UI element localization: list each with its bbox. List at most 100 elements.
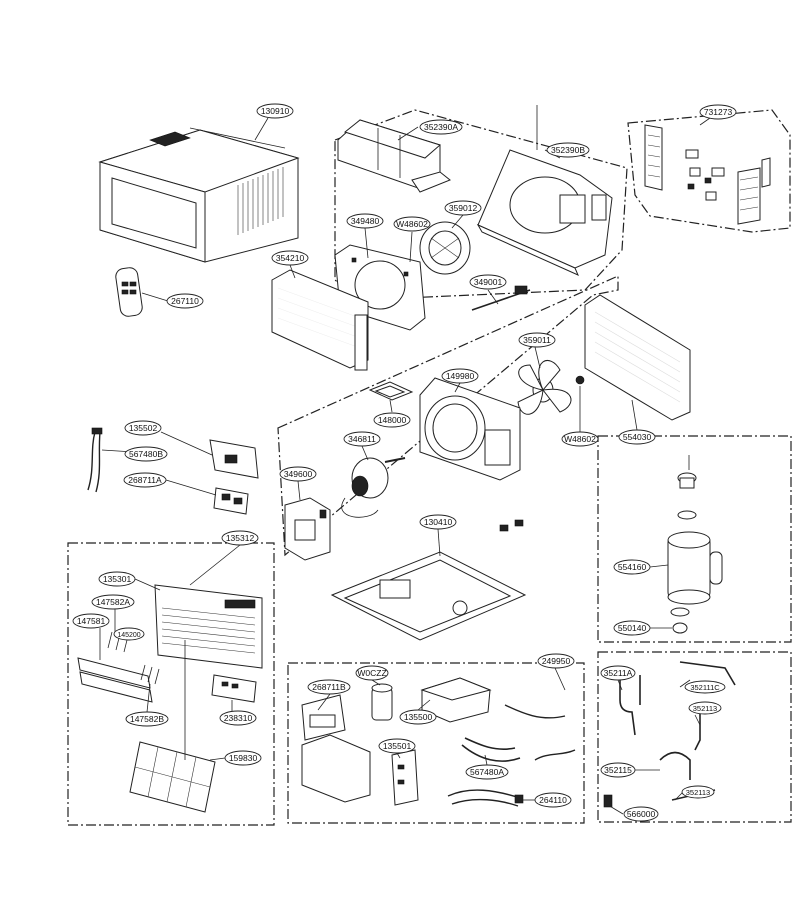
svg-text:147582A: 147582A <box>96 597 130 607</box>
label-264110: 264110 <box>534 792 572 808</box>
svg-text:267110: 267110 <box>171 296 199 306</box>
label-267110: 267110 <box>166 293 204 309</box>
svg-text:359012: 359012 <box>449 203 478 213</box>
svg-text:135301: 135301 <box>103 574 132 584</box>
svg-text:554160: 554160 <box>618 562 647 572</box>
label-147582a: 147582A <box>91 594 135 610</box>
label-130910: 130910 <box>256 103 294 119</box>
label-w48602-b: W48602 <box>561 431 599 447</box>
svg-text:359011: 359011 <box>523 335 551 345</box>
wire-harness-567480b-part <box>87 427 103 493</box>
label-149980: 149980 <box>441 368 479 384</box>
main-pcb-part <box>213 487 249 515</box>
fan-shroud-part <box>419 377 521 481</box>
label-349600: 349600 <box>279 466 317 482</box>
label-352113: 352113 <box>688 701 722 715</box>
svg-text:352390B: 352390B <box>551 145 585 155</box>
fan-motor-part <box>341 457 406 518</box>
label-550140: 550140 <box>613 620 651 636</box>
svg-text:268711A: 268711A <box>128 475 162 485</box>
svg-text:35211A: 35211A <box>604 668 633 678</box>
label-554160: 554160 <box>613 559 651 575</box>
compressor-part <box>667 455 723 634</box>
label-130410: 130410 <box>419 514 457 530</box>
svg-text:346811: 346811 <box>348 434 376 444</box>
electrical-group-box <box>287 662 585 824</box>
svg-text:352113: 352113 <box>693 704 717 713</box>
label-359011: 359011 <box>518 332 556 348</box>
svg-text:352115: 352115 <box>604 765 632 775</box>
capacitor-part <box>371 683 393 721</box>
label-349480: 349480 <box>346 213 384 229</box>
svg-text:349480: 349480 <box>351 216 380 226</box>
wires-misc-part <box>504 704 576 761</box>
label-135301: 135301 <box>98 571 136 587</box>
svg-text:159830: 159830 <box>229 753 258 763</box>
bracket-kit-part <box>644 124 771 225</box>
svg-text:567480A: 567480A <box>470 767 504 777</box>
svg-text:264110: 264110 <box>539 795 567 805</box>
label-352390b: 352390B <box>546 142 590 158</box>
piping-group-box <box>597 651 792 823</box>
svg-text:349001: 349001 <box>474 277 503 287</box>
evaporator-coil-part <box>271 269 369 371</box>
svg-text:567480B: 567480B <box>129 449 163 459</box>
bracket-kit-group-box <box>627 109 791 233</box>
svg-text:W48602: W48602 <box>564 434 596 444</box>
svg-text:W48602: W48602 <box>396 219 428 229</box>
svg-text:354210: 354210 <box>276 253 305 263</box>
svg-text:249950: 249950 <box>542 656 571 666</box>
label-w0czz: W0CZZ <box>355 665 389 681</box>
label-135501: 135501 <box>378 738 416 754</box>
base-shroud-352390b-part <box>476 105 613 276</box>
compressor-group-box <box>597 435 792 643</box>
label-352115: 352115 <box>600 762 636 778</box>
svg-text:149980: 149980 <box>446 371 475 381</box>
label-268711b: 268711B <box>307 679 351 695</box>
svg-text:148000: 148000 <box>378 415 407 425</box>
label-567480a: 567480A <box>465 764 509 780</box>
display-cover-part <box>211 674 257 703</box>
label-354210: 354210 <box>271 250 309 266</box>
label-238310: 238310 <box>219 710 257 726</box>
svg-text:135501: 135501 <box>383 741 412 751</box>
svg-text:145200: 145200 <box>117 632 140 639</box>
leader-lines <box>99 117 711 815</box>
control-box-part <box>284 497 331 561</box>
label-35211a: 35211A <box>600 665 636 681</box>
svg-text:147582B: 147582B <box>130 714 164 724</box>
svg-text:W0CZZ: W0CZZ <box>357 668 386 678</box>
label-148000: 148000 <box>373 412 411 428</box>
svg-text:130910: 130910 <box>261 106 290 116</box>
svg-text:352111C: 352111C <box>690 683 720 692</box>
label-147582b: 147582B <box>125 711 169 727</box>
condenser-coil-part <box>584 294 691 421</box>
label-349001: 349001 <box>469 274 507 290</box>
svg-text:147581: 147581 <box>77 616 106 626</box>
air-guide-352390a-part <box>337 119 451 193</box>
electrical-box-part <box>301 694 371 803</box>
label-147581: 147581 <box>72 613 110 629</box>
blower-fan-part <box>405 221 471 275</box>
svg-text:731273: 731273 <box>704 107 733 117</box>
relay-board-part <box>391 749 419 806</box>
svg-text:135500: 135500 <box>404 712 433 722</box>
air-filter-part <box>129 741 216 813</box>
label-135502: 135502 <box>124 420 162 436</box>
svg-text:352113: 352113 <box>686 788 710 797</box>
label-346811: 346811 <box>343 431 381 447</box>
svg-text:130410: 130410 <box>424 517 453 527</box>
label-567480b: 567480B <box>124 446 168 462</box>
svg-text:268711B: 268711B <box>312 682 346 692</box>
front-panel-group-box <box>67 542 275 826</box>
label-145200: 145200 <box>113 627 145 641</box>
label-249950: 249950 <box>537 653 575 669</box>
base-pan-part <box>330 519 527 641</box>
label-135312: 135312 <box>221 530 259 546</box>
display-pcb-part <box>209 439 259 479</box>
label-w48602-a: W48602 <box>393 216 431 232</box>
cabinet-part <box>98 127 300 263</box>
sensor-part <box>471 285 531 311</box>
front-grille-part <box>154 584 263 669</box>
